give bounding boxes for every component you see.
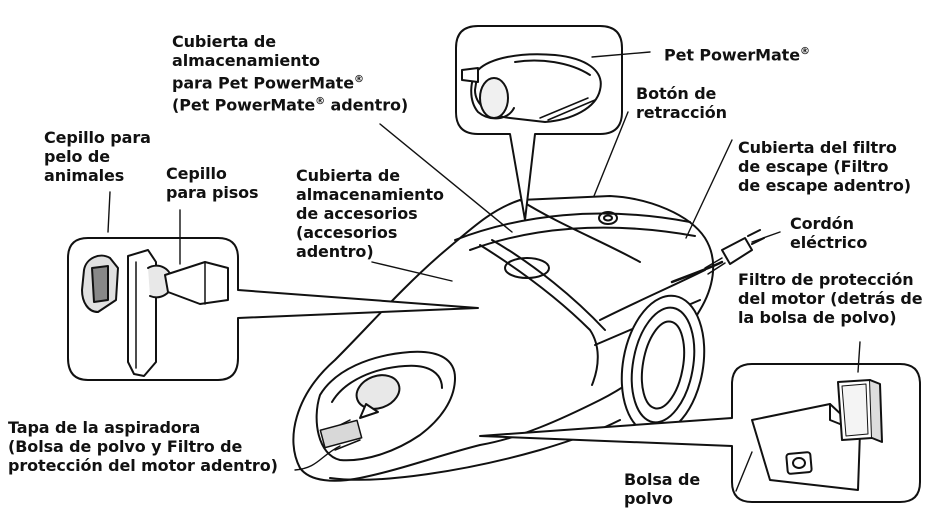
pet-powermate-callout: [455, 25, 623, 221]
label-cubierta-pet: Cubierta de almacenamiento para Pet Powe…: [172, 32, 409, 115]
label-cepillo-pisos: Cepillo para pisos: [166, 164, 259, 202]
brushes-callout: [67, 237, 479, 381]
dust-bag-callout: [479, 363, 921, 503]
leader-lines: [107, 51, 861, 492]
label-pet-powermate: Pet PowerMate®: [664, 45, 810, 65]
label-filtro-motor: Filtro de protección del motor (detrás d…: [738, 270, 923, 327]
power-cord: [670, 229, 765, 284]
label-cubierta-filtro: Cubierta del filtro de escape (Filtro de…: [738, 138, 911, 195]
label-bolsa: Bolsa de polvo: [624, 470, 701, 508]
label-tapa: Tapa de la aspiradora (Bolsa de polvo y …: [8, 418, 278, 475]
vacuum-cleaner: [292, 195, 715, 482]
label-cordon: Cordón eléctrico: [790, 214, 868, 252]
label-cubierta-accesorios: Cubierta de almacenamiento de accesorios…: [296, 166, 444, 261]
label-boton-retraccion: Botón de retracción: [636, 84, 727, 122]
label-cepillo-animales: Cepillo para pelo de animales: [44, 128, 151, 185]
